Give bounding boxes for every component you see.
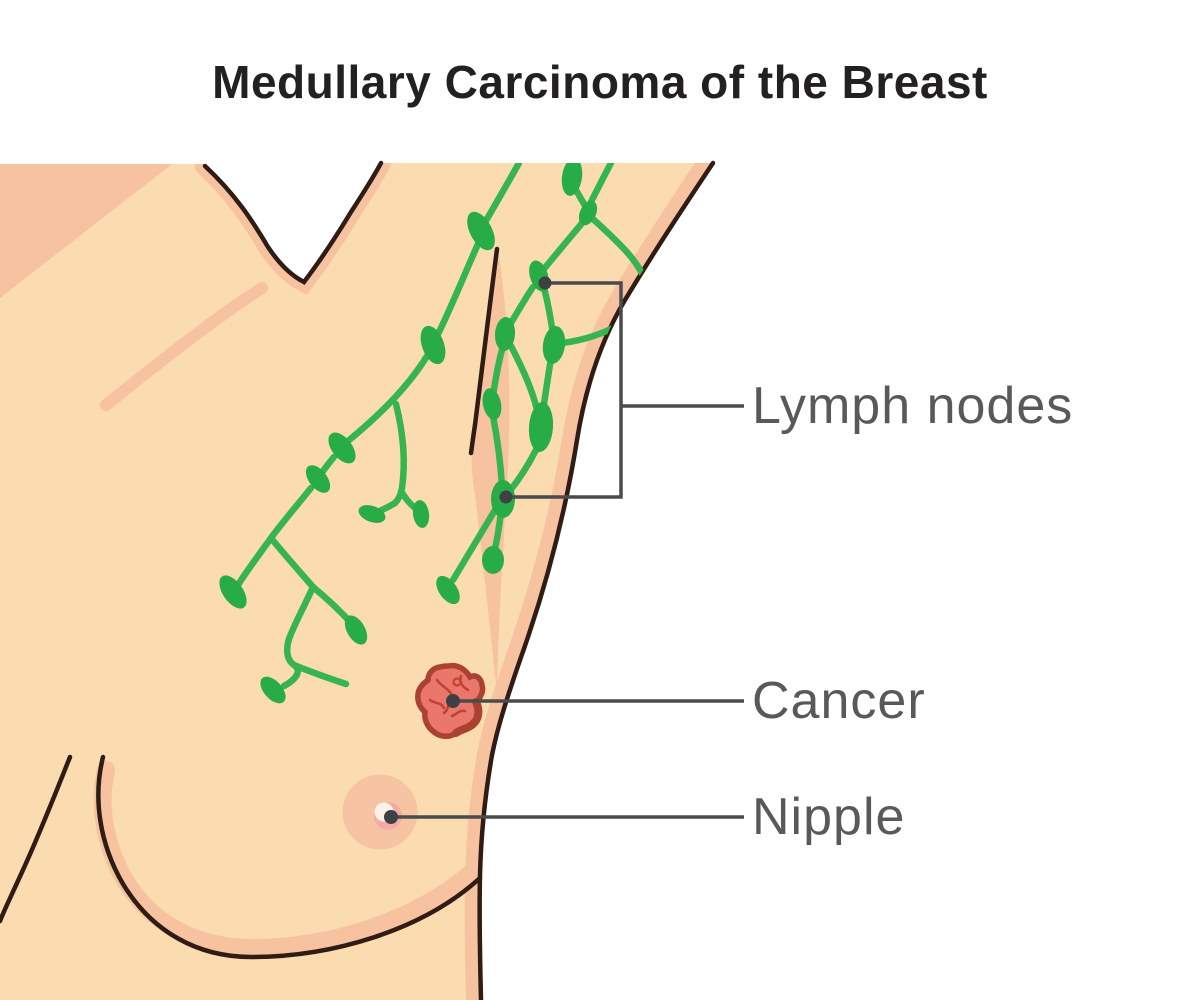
torso-skin (0, 163, 713, 1000)
arm-torso-outline (477, 160, 716, 1000)
cancer-label: Cancer (752, 672, 926, 730)
callout-connectors (384, 276, 744, 824)
breast-underside-shade (93, 761, 481, 958)
nipple-areola (342, 774, 418, 850)
lymph-network (219, 163, 651, 704)
left-breast-outline (0, 754, 73, 924)
body-outlines (0, 160, 716, 1000)
collarbone-crease (100, 282, 268, 411)
cancer-vein-ring (452, 677, 462, 687)
cancer-lesion-shadow-edge (452, 698, 483, 737)
nipple-anchor-dot (384, 810, 398, 824)
armpit-fold-line (468, 246, 500, 456)
nipple-label: Nipple (752, 788, 906, 846)
lymph-top-anchor-dot (538, 276, 552, 290)
shoulder-shade (0, 164, 172, 298)
breast-underline (96, 754, 483, 960)
page-title: Medullary Carcinoma of the Breast (212, 56, 988, 108)
lymph-bottom-anchor-dot (499, 490, 513, 504)
lymph-bracket (508, 281, 623, 499)
neck-notch-outline (202, 160, 384, 285)
cancer-anchor-dot (446, 694, 460, 708)
lymph-nodes-label: Lymph nodes (752, 377, 1074, 435)
